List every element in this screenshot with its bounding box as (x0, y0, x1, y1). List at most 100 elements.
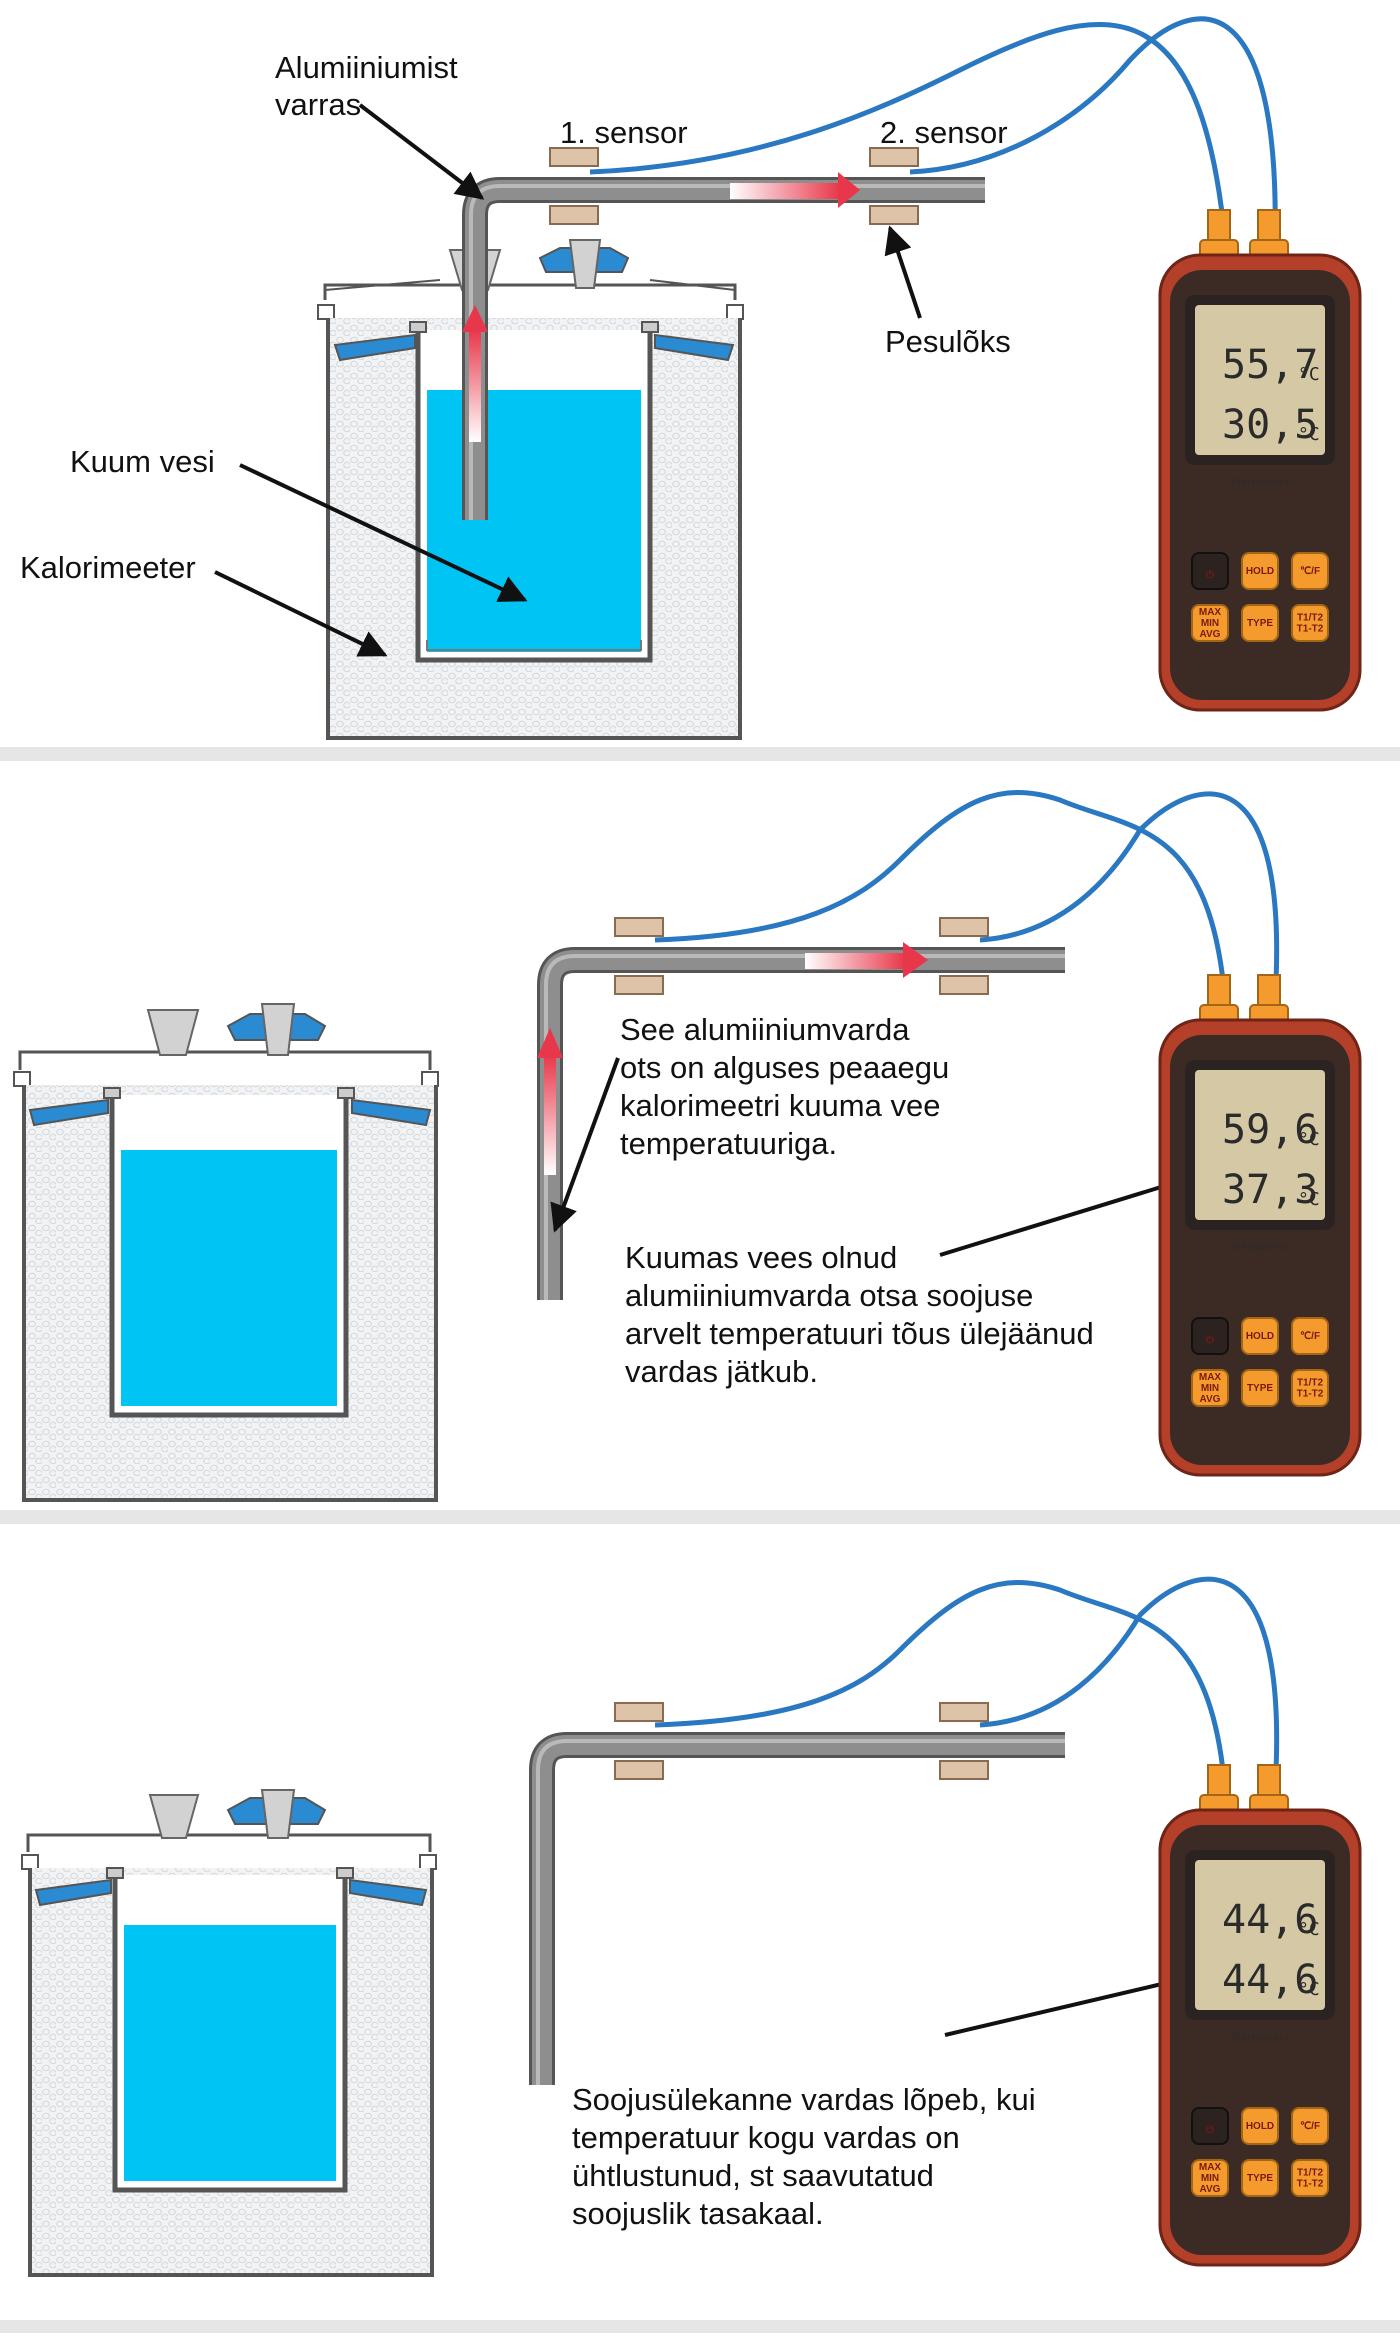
t1-t2-button-face[interactable] (1291, 2159, 1329, 2197)
hold-button-face[interactable] (1241, 2107, 1279, 2145)
type-button[interactable]: TYPE (1241, 604, 1279, 642)
annotation-rod-end-3: kalorimeetri kuuma vee (620, 1088, 940, 1123)
annotation-rod-end-1: See alumiiniumvarda (620, 1012, 910, 1047)
type-button-label: TYPE (1247, 618, 1273, 629)
t1-t2-button-label: T1-T2 (1297, 2179, 1324, 2190)
unit-label: °C (1298, 1189, 1320, 1210)
label-rod-2: varras (275, 87, 361, 122)
hot-water (124, 1925, 336, 2181)
t1-t2-button-label: T1/T2 (1297, 613, 1324, 624)
unit-label: °C (1298, 1919, 1320, 1940)
power-button[interactable]: ⏻ (1191, 552, 1229, 590)
max-min-avg-button-label: MIN (1201, 618, 1219, 629)
t1-t2-button-face[interactable] (1291, 1369, 1329, 1407)
t1-t2-button-face[interactable] (1291, 604, 1329, 642)
calorimeter (21, 1789, 437, 2277)
label-rod-1: Alumiiniumist (275, 50, 458, 85)
max-min-avg-button-label: MAX (1199, 1372, 1222, 1383)
unit-toggle-button-label: ℃/F (1300, 2121, 1320, 2132)
power-button-face[interactable] (1191, 2107, 1229, 2145)
type-button-label: TYPE (1247, 2173, 1273, 2184)
unit-toggle-button-face[interactable] (1291, 552, 1329, 590)
calorimeter (13, 1003, 439, 1502)
washer (869, 205, 919, 225)
unit-label: °C (1298, 1979, 1320, 2000)
power-button[interactable]: ⏻ (1191, 2107, 1229, 2145)
washer (614, 975, 664, 995)
power-button-face[interactable] (1191, 1317, 1229, 1355)
max-min-avg-button-face[interactable] (1191, 604, 1229, 642)
hold-button[interactable]: HOLD (1241, 2107, 1279, 2145)
sensor-cable (654, 1580, 1228, 1791)
label-sensor-2: 2. sensor (880, 115, 1008, 150)
max-min-avg-button-face[interactable] (1191, 1369, 1229, 1407)
hold-button-label: HOLD (1246, 2121, 1274, 2132)
unit-toggle-button[interactable]: ℃/F (1291, 552, 1329, 590)
power-icon: ⏻ (1206, 1334, 1214, 1346)
annotation-equilibrium-4: soojuslik tasakaal. (572, 2196, 824, 2231)
type-button-face[interactable] (1241, 2159, 1279, 2197)
t1-t2-button-label: T1-T2 (1297, 1389, 1324, 1400)
hold-button[interactable]: HOLD (1241, 552, 1279, 590)
max-min-avg-button-label: AVG (1200, 2184, 1221, 2195)
washer (614, 1702, 664, 1722)
type-button[interactable]: TYPE (1241, 1369, 1279, 1407)
label-washer: Pesulõks (885, 324, 1011, 359)
annotation-equilibrium-3: ühtlustunud, st saavutatud (572, 2158, 934, 2193)
label-hot-water: Kuum vesi (70, 444, 215, 479)
reading-t1: 44,6 (1222, 1897, 1318, 1943)
reading-t2-group: 37,3°C (1222, 1167, 1320, 1213)
calorimeter (317, 239, 744, 740)
sensor-cable (979, 791, 1280, 1001)
brand-label: Thermometer (1230, 2033, 1290, 2043)
power-button-face[interactable] (1191, 552, 1229, 590)
washer (939, 1760, 989, 1780)
power-icon: ⏻ (1206, 569, 1214, 581)
unit-toggle-button-face[interactable] (1291, 2107, 1329, 2145)
thermometers: 55,7°C30,5°CThermometer⏻HOLD℃/FMAXMINAVG… (1158, 209, 1362, 2267)
type-button-face[interactable] (1241, 604, 1279, 642)
reading-t2: 44,6 (1222, 1957, 1318, 2003)
thermometer: 44,6°C44,6°CThermometer⏻HOLD℃/FMAXMINAVG… (1158, 1764, 1362, 2267)
unit-toggle-button[interactable]: ℃/F (1291, 2107, 1329, 2145)
panel-2: See alumiiniumvarda ots on alguses peaae… (13, 790, 1280, 1502)
panel-1: Alumiiniumist varras 1. sensor 2. sensor… (20, 16, 1278, 740)
max-min-avg-button-face[interactable] (1191, 2159, 1229, 2197)
hold-button[interactable]: HOLD (1241, 1317, 1279, 1355)
reading-t1-group: 59,6°C (1222, 1107, 1320, 1153)
max-min-avg-button-label: MIN (1201, 1383, 1219, 1394)
hold-button-face[interactable] (1241, 552, 1279, 590)
unit-toggle-button-face[interactable] (1291, 1317, 1329, 1355)
sensor-cable (979, 1576, 1280, 1791)
hold-button-face[interactable] (1241, 1317, 1279, 1355)
brand-label: Thermometer (1230, 478, 1290, 488)
type-button[interactable]: TYPE (1241, 2159, 1279, 2197)
max-min-avg-button-label: AVG (1200, 629, 1221, 640)
reading-t2: 30,5 (1222, 402, 1318, 448)
label-calorimeter: Kalorimeeter (20, 550, 196, 585)
annotation-equilibrium-2: temperatuur kogu vardas on (572, 2120, 960, 2155)
power-button[interactable]: ⏻ (1191, 1317, 1229, 1355)
reading-t1-group: 55,7°C (1222, 342, 1320, 388)
washer (869, 147, 919, 167)
max-min-avg-button-label: MAX (1199, 2162, 1222, 2173)
max-min-avg-button-label: MIN (1201, 2173, 1219, 2184)
reading-t1: 59,6 (1222, 1107, 1318, 1153)
panel-separator (0, 1510, 1400, 1524)
label-sensor-1: 1. sensor (560, 115, 688, 150)
washer (939, 1702, 989, 1722)
washer (549, 147, 599, 167)
unit-toggle-button[interactable]: ℃/F (1291, 1317, 1329, 1355)
annotation-rod-rest-4: vardas jätkub. (625, 1354, 818, 1389)
panel-3: Soojusülekanne vardas lõpeb, kui tempera… (21, 1576, 1280, 2277)
reading-t1: 55,7 (1222, 342, 1318, 388)
washer (614, 917, 664, 937)
type-button-face[interactable] (1241, 1369, 1279, 1407)
lcd-screen (1195, 305, 1325, 455)
